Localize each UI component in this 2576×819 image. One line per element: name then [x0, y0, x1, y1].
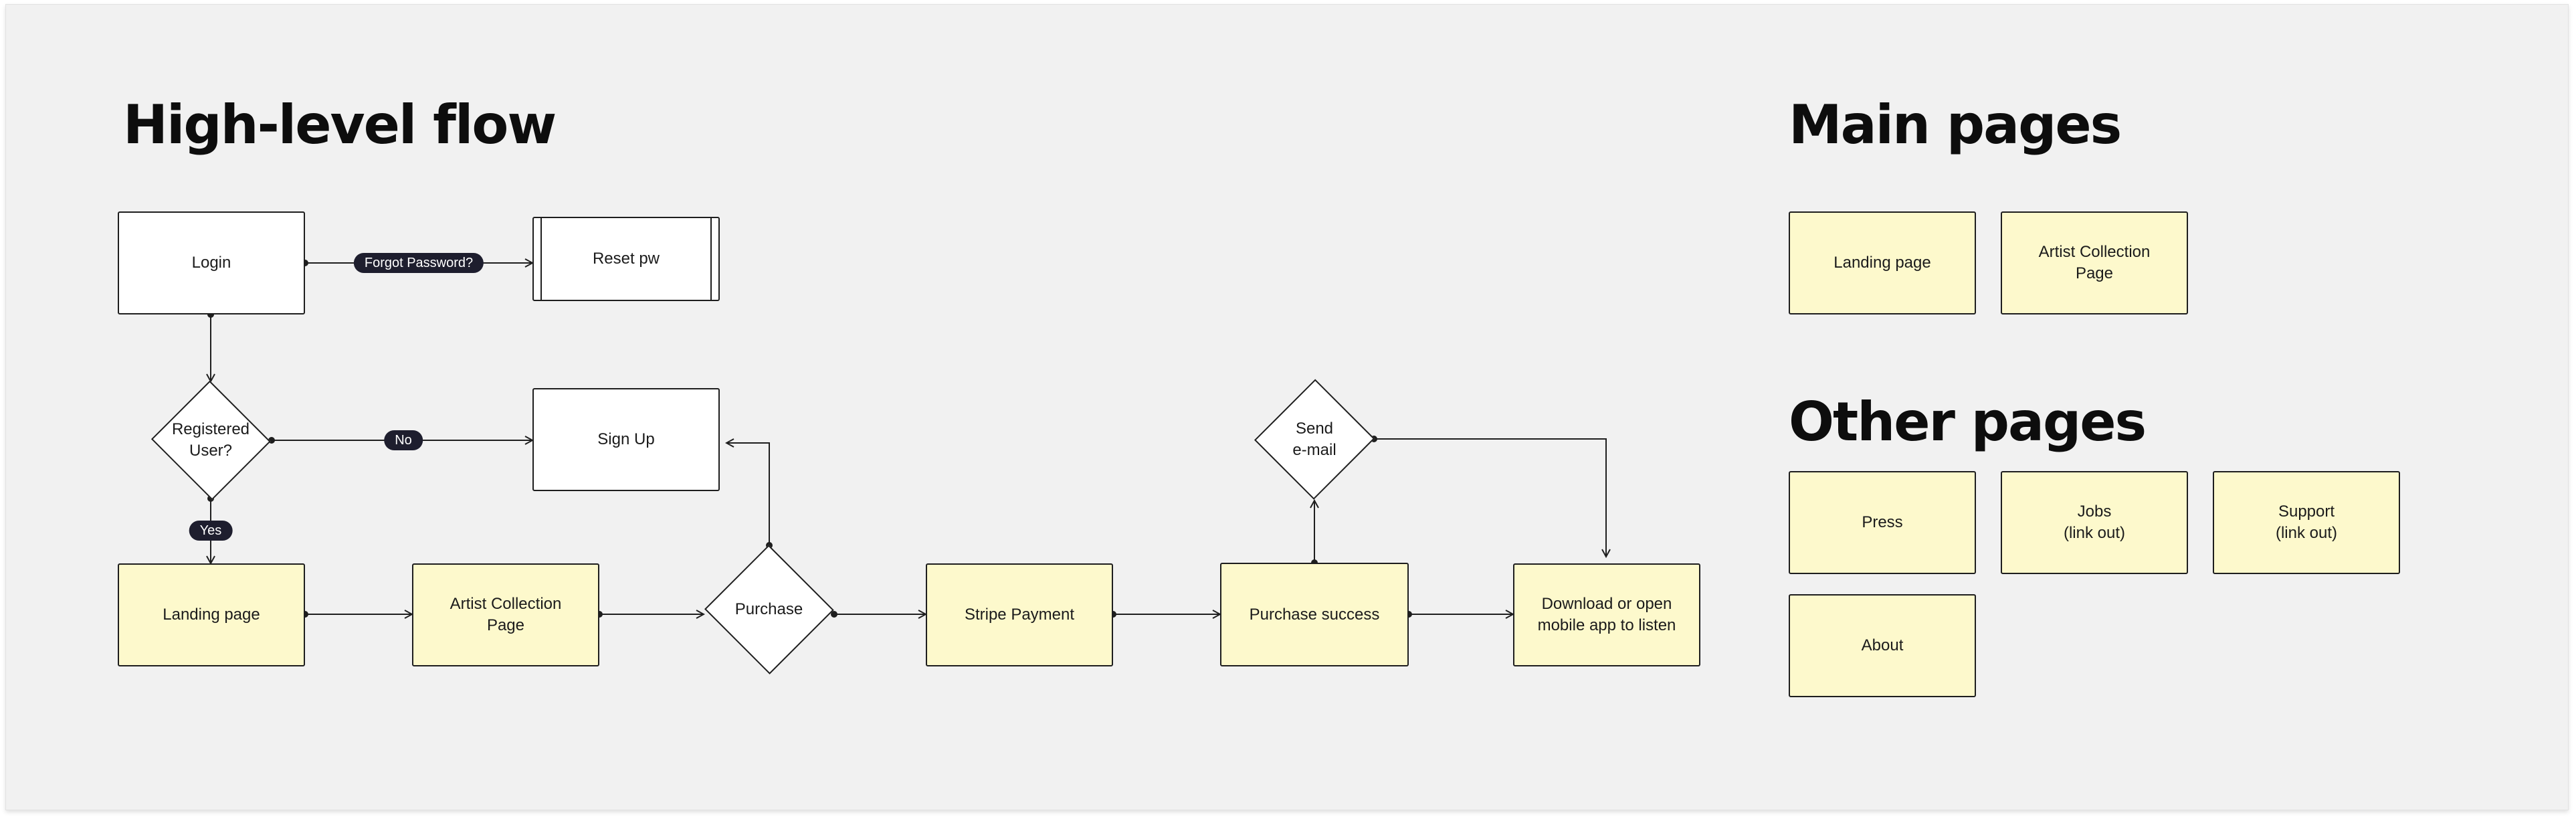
decision-purchase[interactable]: Purchase [704, 545, 834, 674]
connector-email-to-download [1374, 438, 1606, 557]
node-reset-pw[interactable]: Reset pw [532, 217, 720, 301]
other-page-support[interactable]: Support (link out) [2213, 471, 2400, 574]
other-page-press[interactable]: Press [1789, 471, 1976, 574]
node-landing-page[interactable]: Landing page [118, 563, 305, 666]
decision-send-email[interactable]: Send e-mail [1255, 378, 1374, 500]
node-stripe-payment[interactable]: Stripe Payment [926, 563, 1113, 666]
other-page-about[interactable]: About [1789, 594, 1976, 697]
edge-label-no: No [384, 430, 423, 450]
flow-section-title: High-level flow [123, 94, 557, 156]
edge-label-forgot-password: Forgot Password? [353, 253, 484, 273]
node-login[interactable]: Login [118, 211, 305, 314]
decision-send-email-label: Send e-mail [1292, 419, 1336, 459]
node-download-app[interactable]: Download or open mobile app to listen [1513, 563, 1700, 666]
other-page-jobs[interactable]: Jobs (link out) [2001, 471, 2188, 574]
decision-registered-user-label: Registered User? [171, 420, 250, 460]
node-purchase-success[interactable]: Purchase success [1220, 563, 1409, 666]
edge-label-yes: Yes [189, 521, 233, 541]
main-page-landing[interactable]: Landing page [1789, 211, 1976, 314]
diagram-canvas: High-level flow Main pages Other pages L… [5, 4, 2569, 810]
decision-purchase-label: Purchase [734, 600, 803, 618]
decision-registered-user[interactable]: Registered User? [150, 381, 272, 498]
node-sign-up[interactable]: Sign Up [532, 388, 720, 491]
node-artist-collection-page[interactable]: Artist Collection Page [412, 563, 599, 666]
other-pages-title: Other pages [1789, 391, 2147, 453]
connector-purchase-to-signup [726, 443, 770, 545]
main-page-artist-collection[interactable]: Artist Collection Page [2001, 211, 2188, 314]
main-pages-title: Main pages [1789, 94, 2122, 156]
